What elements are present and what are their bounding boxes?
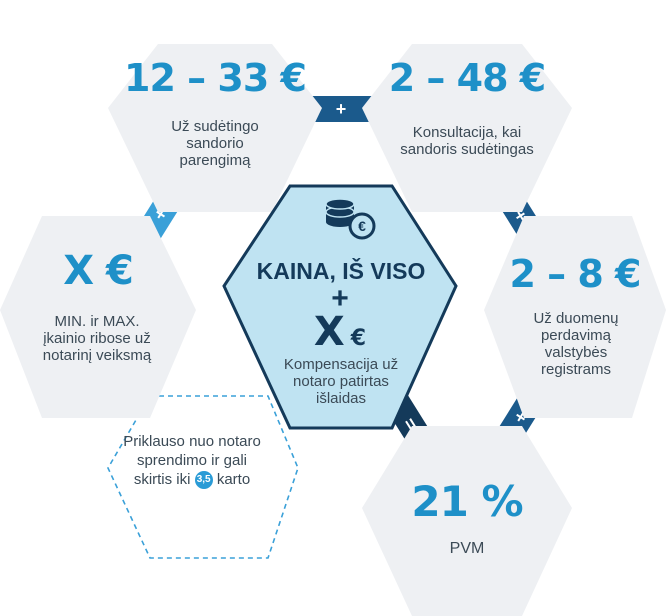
bottom-amount: 21 %: [411, 477, 523, 526]
hex-center: [222, 184, 458, 430]
hex-top-left: [108, 44, 322, 212]
hex-top-right: [362, 44, 572, 212]
left-description: MIN. ir MAX. įkainio ribose už notarinį …: [42, 313, 152, 364]
left-amount: X €: [63, 248, 134, 294]
top-left-description: Už sudėtingo sandorio parengimą: [171, 118, 259, 169]
hex-bottom: [362, 426, 572, 616]
note-text-main: Priklauso nuo notaro sprendimo ir gali s…: [123, 433, 261, 488]
svg-text:+: +: [336, 99, 347, 119]
top-left-amount: 12 – 33 €: [124, 56, 307, 100]
center-description: Kompensacija už notaro patirtas išlaidas: [283, 356, 399, 407]
top-right-amount: 2 – 48 €: [388, 56, 546, 100]
center-amount-group: X€: [290, 312, 390, 360]
right-description: Už duomenų perdavimą valstybės registram…: [533, 310, 619, 378]
right-amount: 2 – 8 €: [509, 252, 641, 296]
center-title: KAINA, IŠ VISO: [256, 258, 426, 284]
hex-right: [484, 216, 666, 418]
coins-euro-icon: €: [325, 198, 376, 240]
note-badge: 3,5: [194, 471, 213, 490]
bottom-description: PVM: [449, 540, 485, 557]
center-plus: +: [331, 282, 349, 315]
note-text-end: karto: [216, 471, 251, 488]
center-currency: €: [350, 326, 367, 351]
center-amount: X: [313, 309, 345, 355]
note-text: Priklauso nuo notaro sprendimo ir gali s…: [116, 432, 268, 490]
top-right-description: Konsultacija, kai sandoris sudėtingas: [400, 124, 534, 158]
svg-text:€: €: [358, 218, 366, 234]
hex-left: [0, 216, 196, 418]
